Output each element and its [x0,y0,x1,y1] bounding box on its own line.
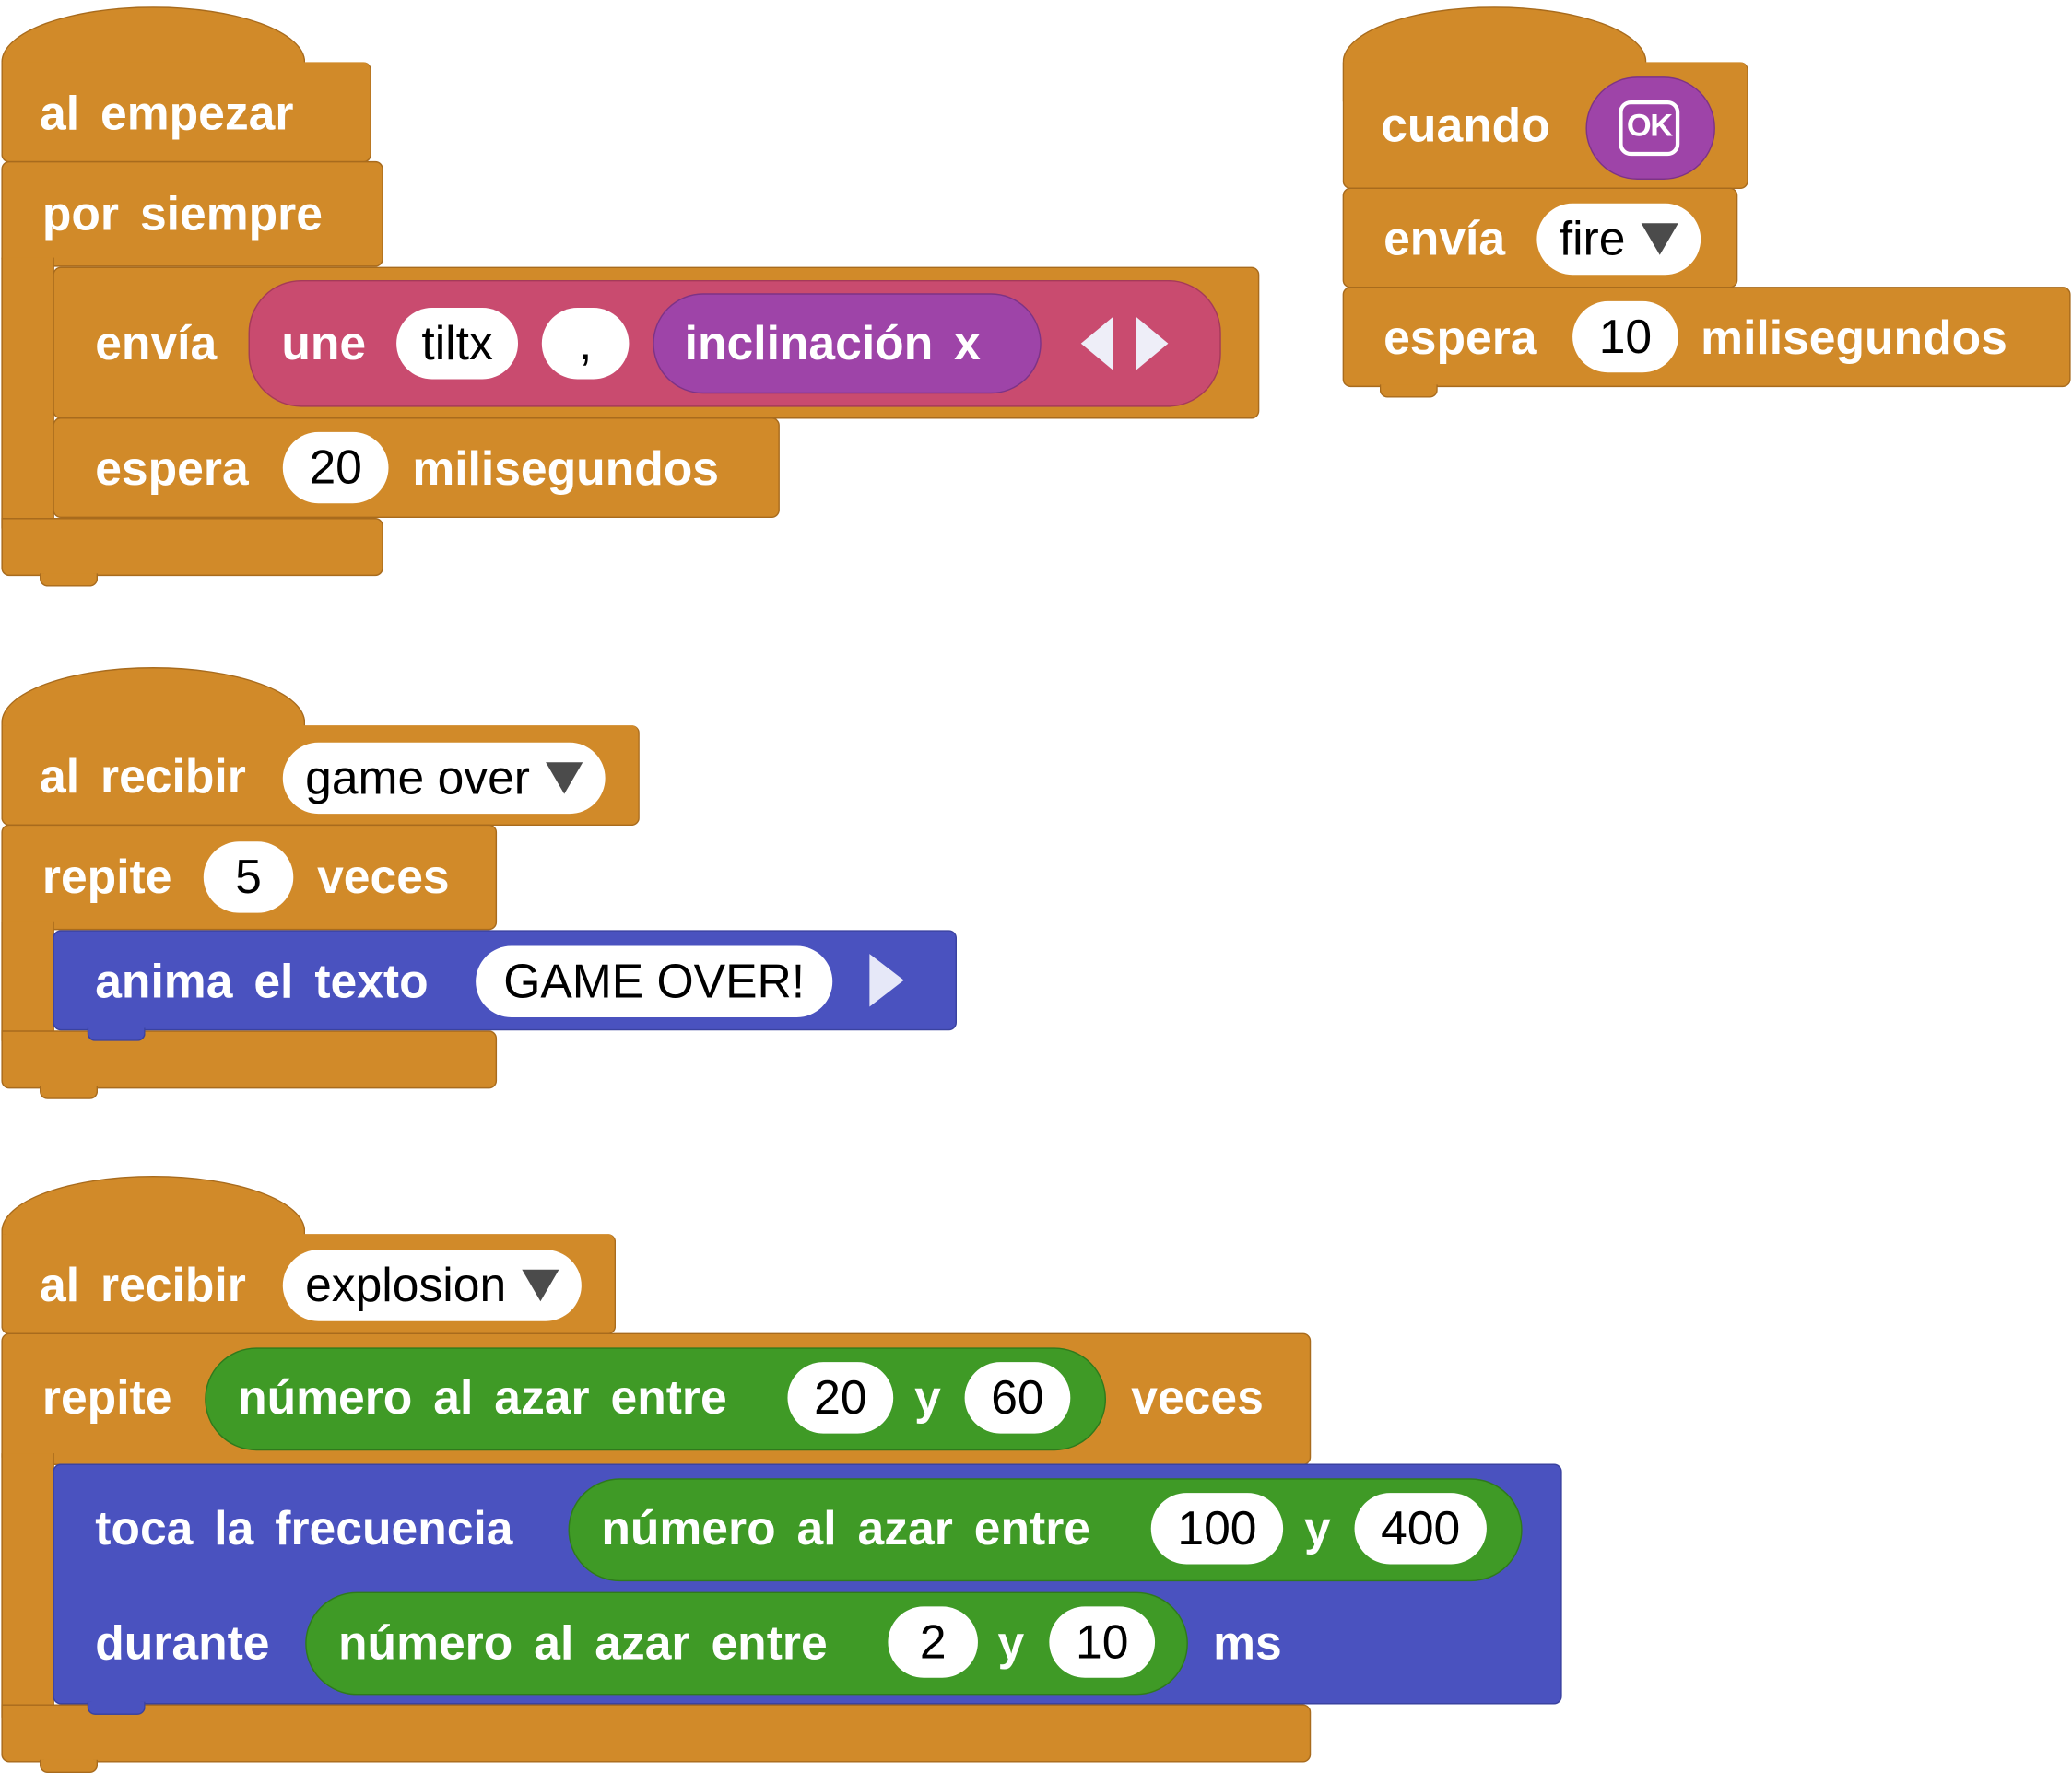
repeat-5-label: repite [41,849,172,904]
ok-button-icon: OK [1619,100,1680,157]
on-start-label: al empezar [40,86,294,140]
pause-label: espera [95,440,249,496]
random-3-and-label: y [997,1615,1025,1671]
when-label: cuando [1381,98,1550,152]
dropdown-arrow-icon [546,762,583,795]
pause-value-input[interactable]: 20 [282,431,389,504]
repeat-5-bottom-notch [40,1086,99,1099]
play-tone-bottom-notch [87,1701,146,1715]
play-tone-label: toca la frecuencia [95,1500,513,1555]
tilt-x-reporter[interactable] [653,293,1042,394]
random-2-from-input[interactable]: 100 [1150,1493,1284,1565]
repeat-random-unit-label: veces [1131,1369,1264,1425]
random-2-reporter[interactable] [568,1478,1523,1582]
repeat-5-spine [1,921,54,1041]
join-collapse-arrow-icon[interactable] [1080,317,1113,370]
random-2-label: número al azar entre [601,1500,1090,1555]
repeat-5-bottom [1,1030,498,1089]
dropdown-arrow-icon [1641,223,1678,256]
receive-explosion-label: al recibir [40,1257,246,1312]
random-2-to-input[interactable]: 400 [1354,1493,1487,1565]
pause-block[interactable] [53,417,780,519]
pause-10-label: espera [1383,310,1537,365]
pause-10-block[interactable] [1342,287,2071,388]
scroll-text-value-input[interactable]: GAME OVER! [476,945,833,1017]
send-label: envía [95,315,218,370]
forever-label: por siempre [41,186,323,241]
random-3-from-input[interactable]: 2 [888,1606,978,1678]
scroll-text-label: anima el texto [95,954,429,1008]
on-start-block[interactable] [1,62,371,163]
repeat-random-label: repite [41,1369,172,1425]
join-expand-arrow-icon[interactable] [1136,317,1169,370]
send-fire-dropdown[interactable]: fire [1536,203,1701,276]
receive-game-over-dropdown[interactable]: game over [282,742,606,815]
forever-bottom-notch [40,573,99,587]
button-selector[interactable] [1585,76,1715,180]
play-tone-during-label: durante [95,1615,270,1671]
random-1-from-input[interactable]: 20 [787,1362,894,1434]
random-1-and-label: y [914,1369,941,1425]
random-1-to-input[interactable]: 60 [964,1362,1071,1434]
repeat-random-spine [1,1453,54,1718]
random-1-label: número al azar entre [238,1369,727,1425]
send-fire-value: fire [1559,211,1626,266]
forever-block-bottom [1,518,383,577]
repeat-5-unit-label: veces [317,849,450,904]
dropdown-arrow-icon [522,1270,559,1302]
play-tone-ms-label: ms [1213,1615,1282,1671]
random-2-and-label: y [1304,1500,1331,1555]
random-3-reporter[interactable] [305,1591,1188,1696]
random-3-label: número al azar entre [338,1615,828,1671]
repeat-5-value-input[interactable]: 5 [203,841,294,913]
receive-game-over-label: al recibir [40,748,246,804]
join-arg1-input[interactable]: tiltx [396,308,519,380]
random-1-reporter[interactable] [205,1347,1107,1451]
send-fire-label: envía [1383,211,1506,266]
scroll-text-bottom-notch [87,1027,146,1041]
pause-unit-label: milisegundos [412,440,719,496]
pause-10-bottom-notch [1379,384,1438,398]
receive-game-over-value: game over [305,750,530,805]
join-arg2-input[interactable]: , [541,308,630,380]
tilt-x-label: inclinación x [684,315,981,370]
forever-block[interactable] [1,160,383,267]
ok-button-icon-text: OK [1626,108,1673,145]
pause-10-unit-label: milisegundos [1701,310,2007,365]
random-3-to-input[interactable]: 10 [1049,1606,1156,1678]
pause-10-value-input[interactable]: 10 [1572,300,1678,373]
receive-explosion-dropdown[interactable]: explosion [282,1250,582,1321]
repeat-random-bottom-notch [40,1759,99,1774]
join-label: une [281,315,367,370]
expand-arrow-icon[interactable] [869,954,904,1007]
forever-block-spine [1,257,54,529]
receive-explosion-value: explosion [305,1257,507,1312]
repeat-random-bottom [1,1704,1312,1763]
